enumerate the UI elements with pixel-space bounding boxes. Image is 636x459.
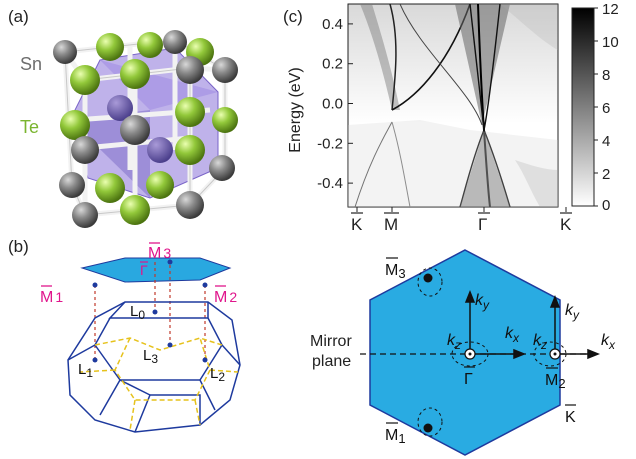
gamma-hex-label: Γ <box>464 371 473 388</box>
te-label: Te <box>20 117 39 137</box>
l1-point <box>92 357 98 363</box>
l2-label: L2 <box>210 365 225 384</box>
m1-point-marker <box>423 423 433 433</box>
ky-label-right: ky <box>565 302 580 322</box>
m3-hex-label: M3 <box>385 262 406 281</box>
l0-point <box>152 309 158 315</box>
te-atom <box>96 33 124 61</box>
colorbar-ticks: 12 10 8 6 4 2 0 <box>594 1 619 214</box>
kz-label-right: kz <box>533 332 547 352</box>
l1-label: L1 <box>78 361 93 380</box>
sn-atom <box>176 191 204 219</box>
k-hex-label: K <box>565 409 576 426</box>
colorbar-tick-label: 2 <box>602 166 610 183</box>
sn-atom <box>120 115 150 145</box>
spectral-bands <box>348 4 558 207</box>
te-atom <box>175 97 205 127</box>
colorbar <box>571 7 595 207</box>
sn-atom <box>209 155 235 181</box>
sn-atom <box>72 202 98 228</box>
te-atom <box>120 195 150 225</box>
m3-point-marker <box>423 273 433 283</box>
mirror-label-line2: plane <box>312 353 351 370</box>
atoms <box>53 30 238 228</box>
x-tick-m: M <box>384 215 398 234</box>
colorbar-tick-label: 4 <box>602 133 610 150</box>
m1-point <box>92 282 98 288</box>
m2-hex-label: M2 <box>545 372 566 391</box>
kz-label-center: kz <box>447 332 461 352</box>
te-atom <box>137 32 163 58</box>
te-atom <box>175 135 205 165</box>
sn-label: Sn <box>20 54 42 74</box>
m1-hex-label: M1 <box>385 427 406 446</box>
panel-b-label: (b) <box>8 237 29 256</box>
colorbar-tick-label: 0 <box>602 197 610 214</box>
l3-point <box>167 342 173 348</box>
y-tick-label: 0.4 <box>322 16 343 33</box>
sn-atom <box>53 40 77 64</box>
te-atom <box>60 110 90 140</box>
panel-a-label: (a) <box>8 7 29 26</box>
panel-c-chart: (c) Energy (eV) 0.4 0.2 0.0 -0.2 -0.4 <box>283 1 619 234</box>
mirror-label-line1: Mirror <box>310 333 352 350</box>
sn-atom <box>212 57 238 83</box>
gamma-label-b: Γ <box>140 262 148 278</box>
panel-c-label: (c) <box>283 7 303 26</box>
te-atom <box>212 107 238 133</box>
sn-atom <box>59 172 85 198</box>
y-tick-label: -0.2 <box>317 135 343 152</box>
y-axis: 0.4 0.2 0.0 -0.2 -0.4 <box>317 16 353 192</box>
colorbar-tick-label: 8 <box>602 67 610 84</box>
x-tick-k-left: K <box>351 215 363 234</box>
te-atom <box>95 173 125 203</box>
brillouin-zone <box>67 301 241 433</box>
x-axis: K M Γ K <box>351 207 572 234</box>
te-atom <box>120 59 150 89</box>
te-atom <box>146 171 174 199</box>
l3-label: L3 <box>143 347 158 366</box>
sn-atom-inner <box>147 137 173 163</box>
sn-atom <box>163 30 187 54</box>
x-tick-k-right: K <box>560 215 572 234</box>
panel-c-hexagon: Mirror plane ky kx kz ky <box>310 249 616 456</box>
l2-point <box>202 357 208 363</box>
y-tick-label: 0.2 <box>322 56 343 73</box>
sn-atom <box>71 136 99 164</box>
colorbar-tick-label: 6 <box>602 100 610 117</box>
colorbar-tick-label: 10 <box>602 34 619 51</box>
sn-atom-inner <box>107 95 133 121</box>
te-atom <box>70 65 100 95</box>
y-tick-label: 0.0 <box>322 96 343 113</box>
colorbar-tick-label: 12 <box>602 1 619 18</box>
sn-atom <box>176 56 204 84</box>
panel-b: (b) <box>8 237 241 433</box>
surface-plane <box>80 257 232 283</box>
l0-label: L0 <box>130 303 145 322</box>
kx-label-center: kx <box>505 325 520 345</box>
panel-a: (a) Sn Te <box>8 7 238 228</box>
m3-point <box>167 259 173 265</box>
m2-point <box>202 282 208 288</box>
ky-label-center: ky <box>475 292 490 312</box>
y-axis-label: Energy (eV) <box>287 67 304 152</box>
x-tick-gamma: Γ <box>478 215 487 234</box>
y-tick-label: -0.4 <box>317 175 343 192</box>
kx-label-right: kx <box>601 332 616 352</box>
